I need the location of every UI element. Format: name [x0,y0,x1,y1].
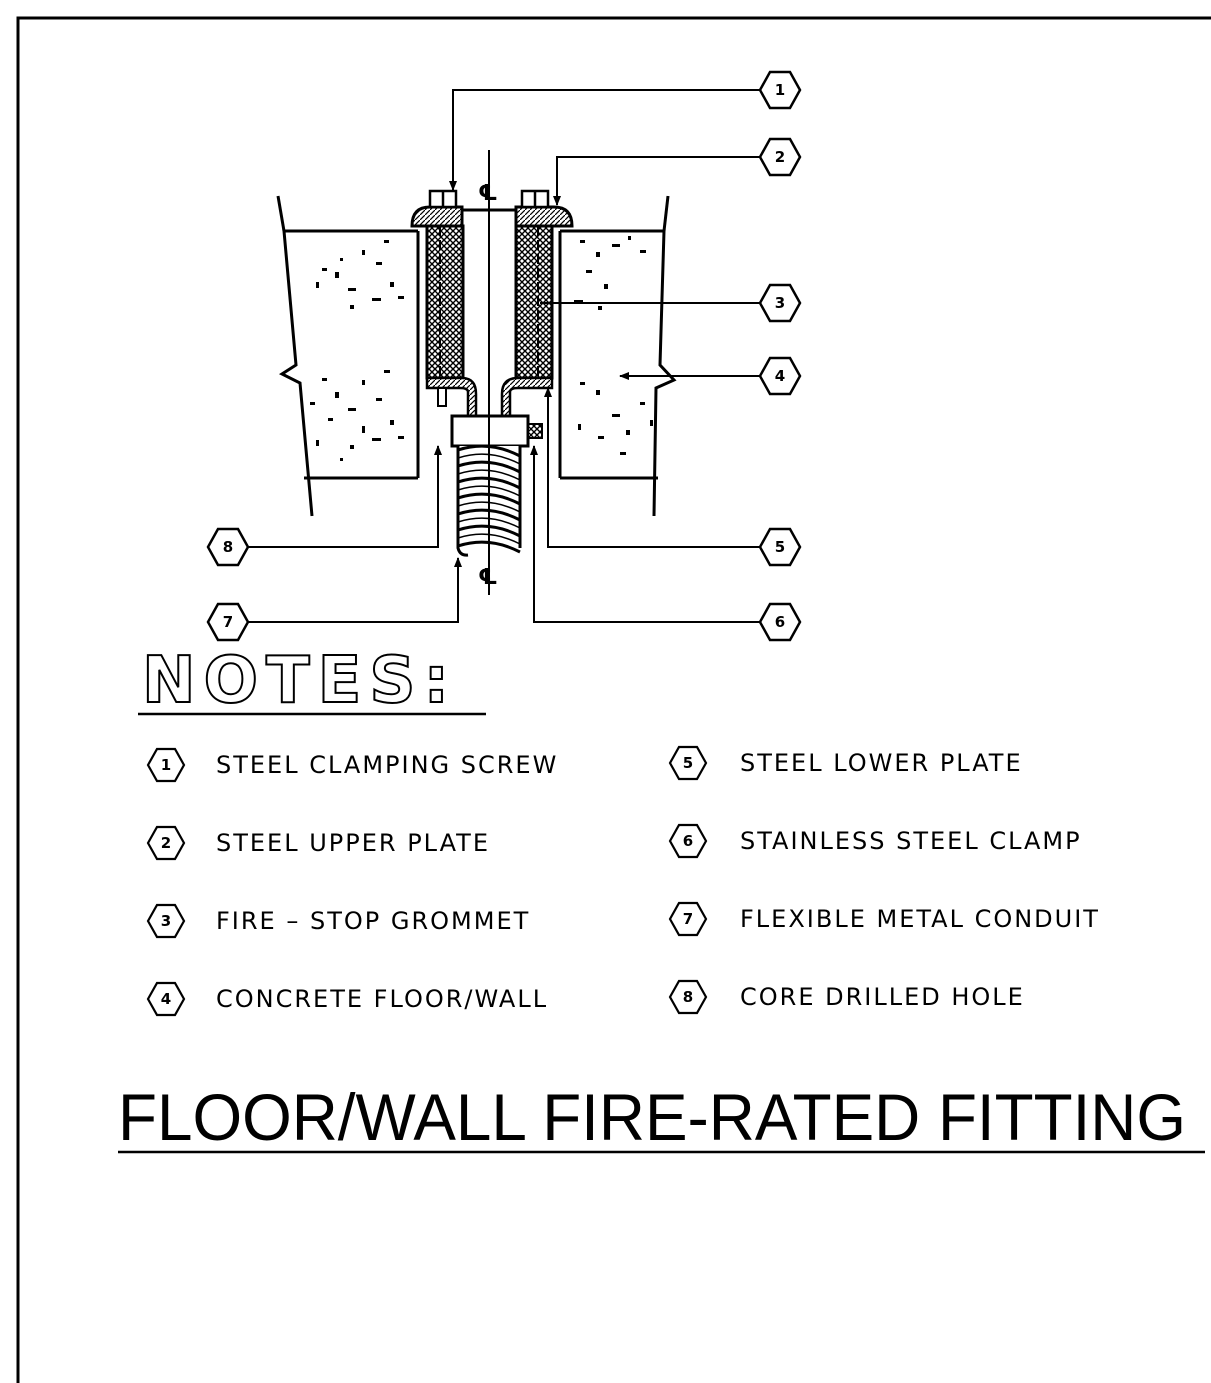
svg-text:3: 3 [775,294,785,312]
svg-text:6: 6 [683,832,693,850]
note-item-7: 7 FLEXIBLE METAL CONDUIT [668,901,1100,937]
svg-text:3: 3 [161,912,171,930]
clamp-screw [527,423,543,439]
svg-text:CORE DRILLED HOLE: CORE DRILLED HOLE [740,983,1025,1011]
svg-text:4: 4 [161,990,171,1008]
svg-text:8: 8 [223,538,233,556]
callout-1: 1 [758,70,802,110]
note-item-5: 5 STEEL LOWER PLATE [668,745,1023,781]
svg-text:STAINLESS STEEL CLAMP: STAINLESS STEEL CLAMP [740,827,1082,855]
svg-text:CONCRETE FLOOR/WALL: CONCRETE FLOOR/WALL [216,985,548,1013]
note-item-8: 8 CORE DRILLED HOLE [668,979,1025,1015]
notes-list: 1 STEEL CLAMPING SCREW 2 STEEL UPPER PLA… [146,745,1100,1017]
svg-text:6: 6 [775,613,785,631]
concrete-left [276,195,420,517]
concrete-right [558,195,677,517]
svg-text:8: 8 [683,988,693,1006]
callout-2: 2 [758,137,802,177]
callout-8: 8 [206,527,250,567]
note-item-4: 4 CONCRETE FLOOR/WALL [146,981,548,1017]
callout-7: 7 [206,602,250,642]
svg-text:7: 7 [683,910,693,928]
svg-text:STEEL UPPER PLATE: STEEL UPPER PLATE [216,829,490,857]
svg-text:1: 1 [775,81,785,99]
svg-text:5: 5 [775,538,785,556]
notes-heading: NOTES: [142,644,457,718]
svg-text:1: 1 [161,756,171,774]
note-item-1: 1 STEEL CLAMPING SCREW [146,747,558,783]
fitting-detail: ℄ ℄ 1 2 3 4 [206,70,802,642]
leader-lines [246,89,760,623]
callout-4: 4 [758,356,802,396]
svg-text:7: 7 [223,613,233,631]
svg-text:5: 5 [683,754,693,772]
concrete-aggregate [310,236,653,461]
svg-text:STEEL LOWER PLATE: STEEL LOWER PLATE [740,749,1023,777]
svg-text:2: 2 [775,148,785,166]
svg-text:FLEXIBLE METAL CONDUIT: FLEXIBLE METAL CONDUIT [740,905,1100,933]
svg-text:STEEL CLAMPING SCREW: STEEL CLAMPING SCREW [216,751,558,779]
svg-text:FIRE – STOP GROMMET: FIRE – STOP GROMMET [216,907,530,935]
lower-plate-right [500,376,554,418]
svg-text:2: 2 [161,834,171,852]
sheet-border [16,16,1211,1383]
centerline-mark-bottom: ℄ [478,565,498,590]
drawing-title: FLOOR/WALL FIRE-RATED FITTING [118,1080,1186,1154]
note-item-6: 6 STAINLESS STEEL CLAMP [668,823,1082,859]
svg-text:4: 4 [775,367,785,385]
callout-5: 5 [758,527,802,567]
callout-3: 3 [758,283,802,323]
callout-6: 6 [758,602,802,642]
centerline-mark-top: ℄ [478,181,498,206]
note-item-2: 2 STEEL UPPER PLATE [146,825,490,861]
upper-plate-left [410,205,464,228]
lower-plate-left [425,376,478,418]
note-item-3: 3 FIRE – STOP GROMMET [146,903,530,939]
upper-plate-right [514,205,574,228]
fire-stop-grommet-left [425,224,465,380]
clamping-screw-heads [428,189,550,209]
